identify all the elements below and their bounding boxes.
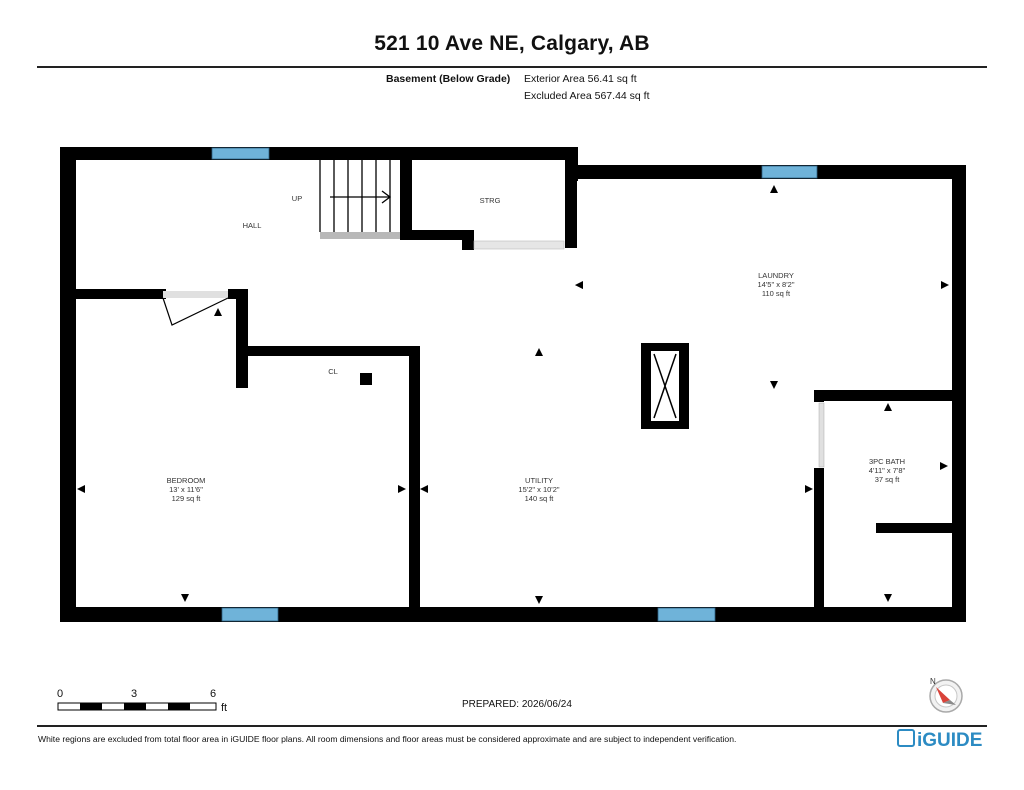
- hall-label: HALL: [243, 221, 262, 230]
- compass-north-label: N: [930, 677, 936, 686]
- page-title: 521 10 Ave NE, Calgary, AB: [374, 32, 650, 55]
- utility-label: UTILITY: [525, 476, 553, 485]
- strg-label: STRG: [480, 196, 501, 205]
- scale-tick-6: 6: [210, 688, 217, 700]
- chase-x-icon: [653, 353, 677, 419]
- closet-label: CL: [328, 367, 338, 376]
- windows: [211, 147, 818, 622]
- laundry-area: 110 sq ft: [762, 289, 791, 298]
- dimension-arrows: [77, 185, 949, 604]
- stair-landing: [320, 232, 400, 239]
- brand-logo: iGUIDE: [897, 729, 982, 752]
- up-label: UP: [292, 194, 302, 203]
- level-label: Basement (Below Grade): [386, 73, 511, 85]
- laundry-label: LAUNDRY: [758, 271, 794, 280]
- excluded-area: Excluded Area 567.44 sq ft: [524, 90, 650, 102]
- bath-dims: 4'11" x 7'8": [869, 466, 906, 475]
- utility-dims: 15'2" x 10'2": [518, 485, 559, 494]
- brand-icon: [897, 729, 915, 747]
- bath-door: [818, 402, 825, 468]
- prepared-date: PREPARED: 2026/06/24: [462, 699, 572, 710]
- bedroom-dims: 13' x 11'6": [169, 485, 203, 494]
- utility-area: 140 sq ft: [525, 494, 555, 503]
- scale-tick-0: 0: [57, 688, 64, 700]
- door-frame: [163, 291, 228, 298]
- bedroom-label: BEDROOM: [167, 476, 206, 485]
- bath-label: 3PC BATH: [869, 457, 905, 466]
- footer-divider: [37, 725, 987, 727]
- scale-tick-3: 3: [131, 688, 138, 700]
- bedroom-area: 129 sq ft: [172, 494, 202, 503]
- laundry-dims: 14'5" x 8'2": [758, 280, 795, 289]
- stairs-icon: [319, 160, 392, 232]
- compass-icon: [929, 679, 963, 713]
- storage-door: [473, 240, 565, 250]
- walls: [60, 147, 966, 622]
- door-swing-icon: [162, 297, 229, 326]
- footer-disclaimer: White regions are excluded from total fl…: [38, 734, 737, 744]
- scale-bar: [57, 702, 217, 711]
- brand-text: iGUIDE: [917, 730, 983, 751]
- scale-unit: ft: [221, 702, 228, 714]
- exterior-area: Exterior Area 56.41 sq ft: [524, 73, 637, 85]
- bath-area: 37 sq ft: [875, 475, 901, 484]
- header-divider: [37, 66, 987, 68]
